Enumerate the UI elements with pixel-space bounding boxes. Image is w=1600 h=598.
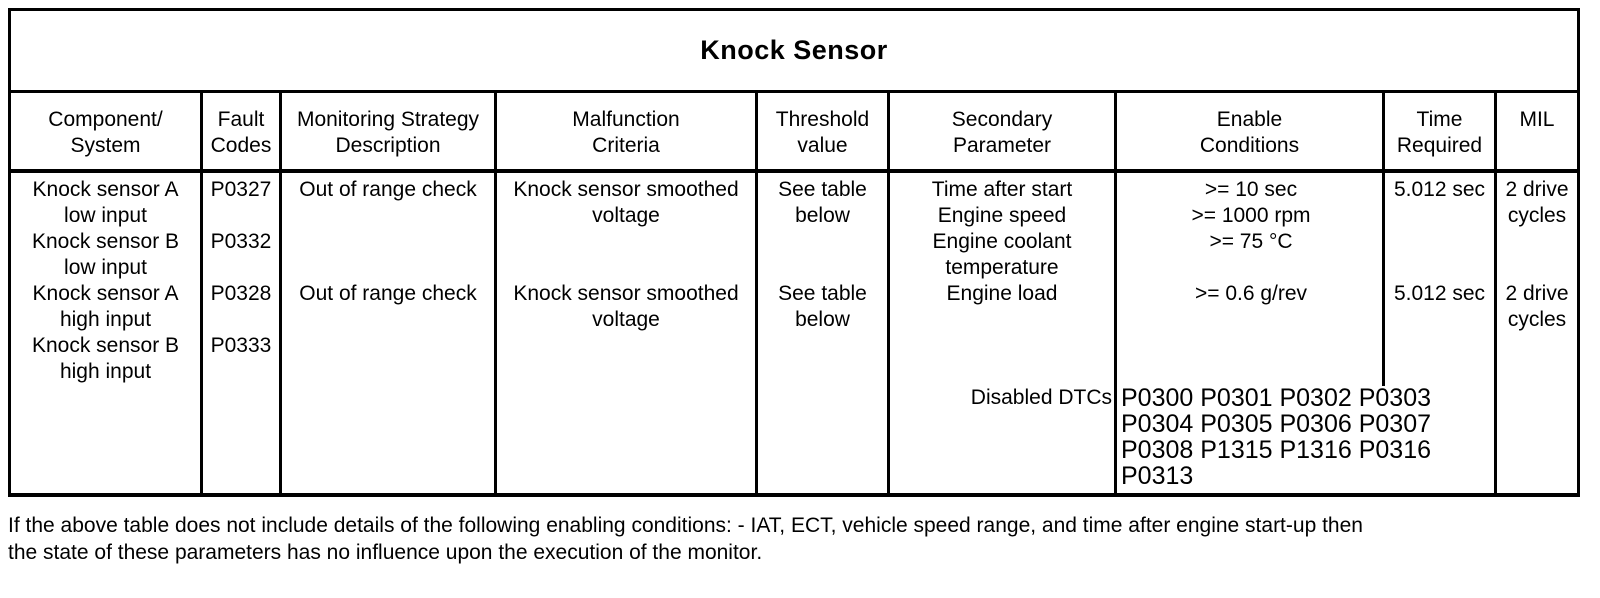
partial-column-border (1382, 173, 1385, 386)
footnote-line-1: If the above table does not include deta… (8, 514, 1363, 537)
enable-conditions-lines: >= 10 sec>= 1000 rpm>= 75 °C>= 0.6 g/rev (1191, 178, 1311, 305)
cell-enable-conditions: >= 10 sec>= 1000 rpm>= 75 °C>= 0.6 g/rev… (1117, 173, 1431, 493)
table-title-row: Knock Sensor (11, 11, 1577, 93)
table-title: Knock Sensor (700, 35, 888, 65)
footnote: If the above table does not include deta… (8, 512, 1596, 566)
disabled-dtcs-label: Disabled DTCs (970, 386, 1112, 409)
footnote-line-2: the state of these parameters has no inf… (8, 541, 763, 564)
header-component-system: Component/System (11, 93, 203, 169)
header-mil: MIL (1519, 108, 1555, 131)
